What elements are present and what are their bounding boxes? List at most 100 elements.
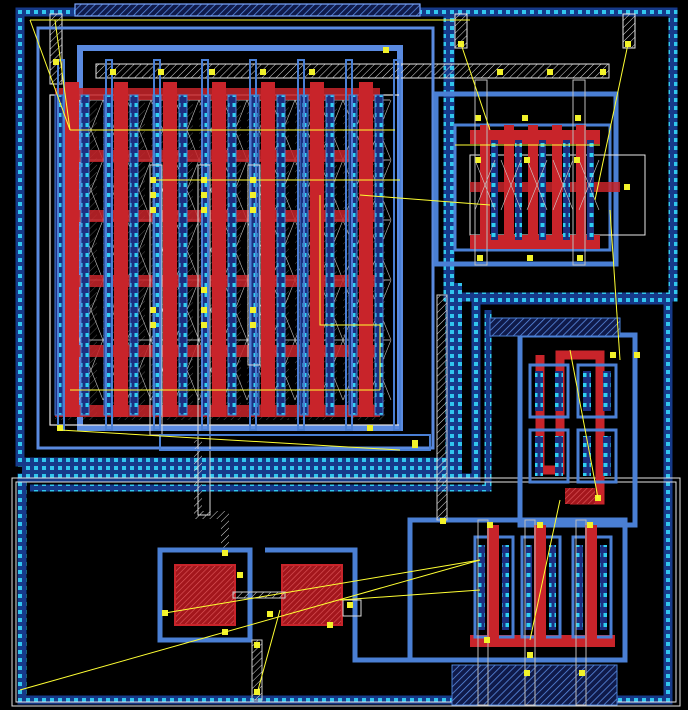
contact-column	[539, 140, 546, 240]
via	[634, 352, 640, 358]
poly-gate	[163, 82, 177, 417]
poly-pad	[565, 488, 595, 504]
via	[484, 637, 490, 643]
via	[524, 670, 530, 676]
via	[222, 550, 228, 556]
via	[150, 207, 156, 213]
ratsnest-line	[594, 43, 629, 201]
via	[610, 352, 616, 358]
via	[577, 255, 583, 261]
ratsnest-line	[164, 559, 481, 614]
cap-link	[232, 591, 286, 599]
via	[487, 522, 493, 528]
contact-column	[549, 545, 556, 630]
via	[209, 69, 215, 75]
via	[309, 69, 315, 75]
transistor-array	[49, 47, 431, 553]
via	[254, 689, 260, 695]
top-metal-bar	[74, 3, 421, 17]
contact-column	[535, 436, 543, 476]
connector-route	[194, 440, 229, 553]
via	[624, 184, 630, 190]
array-outer-frame	[36, 26, 435, 450]
contact-column	[374, 94, 384, 416]
boundary-outline-inner	[15, 481, 677, 703]
poly-gate	[261, 82, 275, 417]
poly-gate	[528, 125, 538, 245]
poly-gate	[310, 82, 324, 417]
ratsnest-line	[29, 19, 71, 131]
via	[53, 59, 59, 65]
via	[475, 115, 481, 121]
cap-frame	[157, 547, 253, 643]
contact-column	[603, 436, 611, 476]
block-frame	[433, 91, 619, 267]
metal-strap	[345, 59, 353, 431]
via	[412, 440, 418, 446]
device-cell	[528, 363, 570, 419]
via	[347, 602, 353, 608]
via	[383, 47, 389, 53]
connector-column	[436, 294, 448, 521]
via-stack-right	[622, 13, 636, 49]
contact-column	[600, 545, 607, 630]
poly-gate	[504, 125, 514, 245]
via	[237, 572, 243, 578]
ratsnest-line	[19, 559, 481, 691]
via	[574, 157, 580, 163]
via	[327, 622, 333, 628]
via	[260, 69, 266, 75]
ratsnest-line	[339, 589, 481, 601]
contact-column	[478, 545, 485, 630]
contact-column	[276, 94, 286, 416]
via	[150, 322, 156, 328]
contact-column	[555, 436, 563, 476]
via	[250, 207, 256, 213]
connector-column	[524, 519, 536, 706]
via	[250, 322, 256, 328]
cell-diagonal	[552, 159, 574, 211]
via	[158, 69, 164, 75]
contact-column	[576, 545, 583, 630]
poly-gate	[114, 82, 128, 417]
metal-strap	[105, 59, 113, 431]
via	[537, 522, 543, 528]
contact-column	[563, 140, 570, 240]
via	[600, 69, 606, 75]
ratsnest-line	[54, 19, 71, 131]
connector-column	[149, 164, 163, 436]
contact-column	[502, 545, 509, 630]
via	[201, 287, 207, 293]
via	[547, 69, 553, 75]
via	[527, 652, 533, 658]
contact-column	[515, 140, 522, 240]
capacitor-plate	[281, 564, 343, 626]
contact-column	[525, 545, 532, 630]
cap-frame	[265, 547, 410, 663]
poly-gate	[585, 525, 597, 645]
via	[579, 670, 585, 676]
contact-column	[603, 371, 611, 411]
connector-column	[575, 519, 587, 706]
connector-column	[477, 519, 489, 706]
device-cell	[528, 428, 570, 484]
via	[57, 425, 63, 431]
transistor-block-top-right	[433, 41, 646, 267]
contact-column	[227, 94, 237, 416]
via	[475, 157, 481, 163]
ratsnest-line	[569, 349, 599, 499]
ratsnest-line	[609, 209, 621, 361]
block-frame	[407, 517, 628, 663]
via	[587, 522, 593, 528]
capacitor-pair	[157, 547, 410, 701]
poly-gate	[359, 82, 373, 417]
via	[367, 425, 373, 431]
poly-gate	[576, 125, 586, 245]
guard-ring-inner	[30, 310, 492, 492]
transistor-block-bottom-right	[407, 294, 628, 706]
cell-diagonal	[500, 159, 522, 211]
contact-column	[555, 371, 563, 411]
contact-column	[587, 140, 594, 240]
